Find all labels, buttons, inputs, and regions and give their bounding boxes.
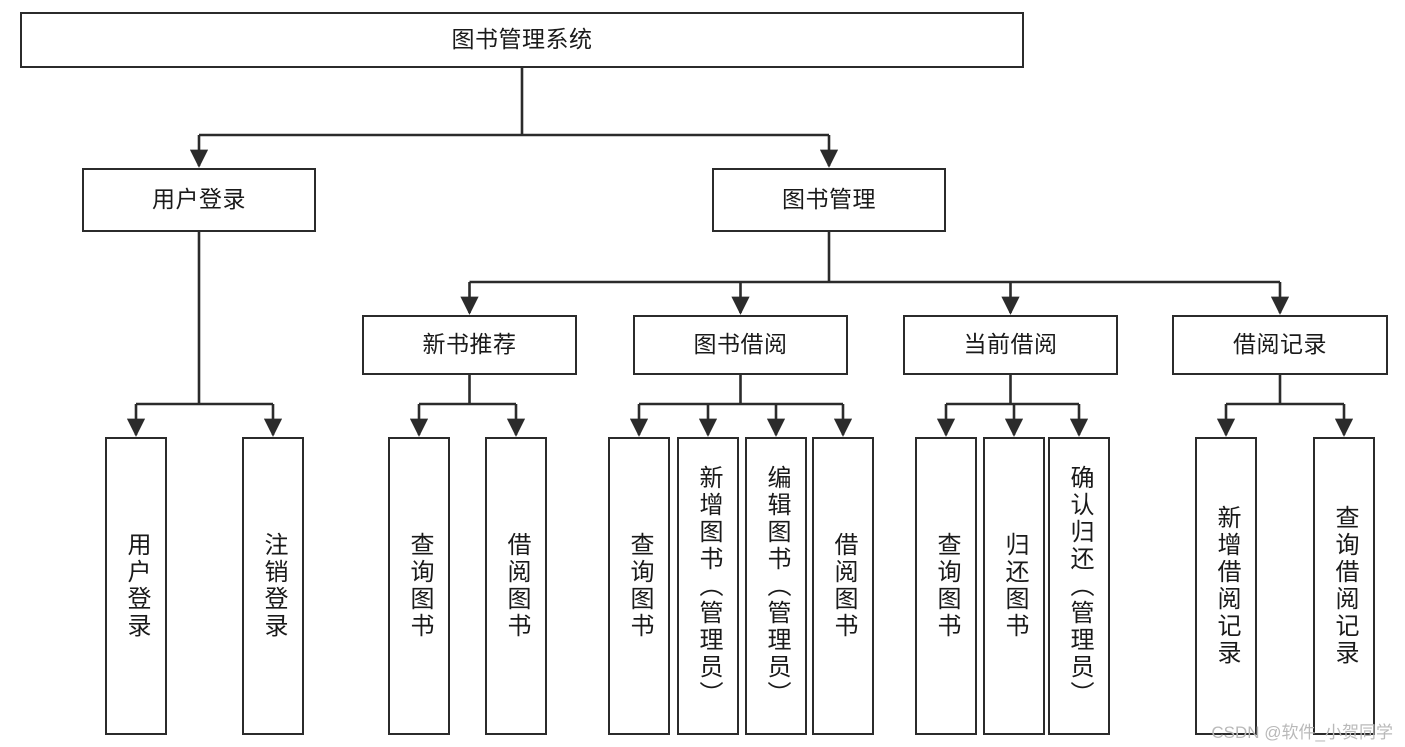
node-leaf_confirm_return[interactable]: 确认归还（管理员） — [1048, 437, 1110, 735]
node-book_manage[interactable]: 图书管理 — [712, 168, 946, 232]
node-leaf_query_record[interactable]: 查询借阅记录 — [1313, 437, 1375, 735]
node-label: 图书借阅 — [693, 331, 788, 358]
node-label: 注销登录 — [260, 532, 287, 640]
node-label: 借阅图书 — [830, 532, 857, 640]
node-label: 查询借阅记录 — [1331, 505, 1358, 667]
node-label: 确认归还（管理员） — [1066, 464, 1093, 708]
node-leaf_query_book_2[interactable]: 查询图书 — [608, 437, 670, 735]
node-leaf_query_book_1[interactable]: 查询图书 — [388, 437, 450, 735]
node-label: 新增借阅记录 — [1213, 505, 1240, 667]
node-label: 编辑图书（管理员） — [763, 464, 790, 708]
node-leaf_borrow_book_2[interactable]: 借阅图书 — [812, 437, 874, 735]
node-label: 新增图书（管理员） — [695, 464, 722, 708]
node-label: 用户登录 — [123, 532, 150, 640]
node-label: 查询图书 — [626, 532, 653, 640]
csdn-watermark: CSDN @软件_小贺同学 — [1211, 723, 1393, 742]
node-leaf_edit_book[interactable]: 编辑图书（管理员） — [745, 437, 807, 735]
node-leaf_add_record[interactable]: 新增借阅记录 — [1195, 437, 1257, 735]
node-label: 查询图书 — [933, 532, 960, 640]
node-borrow_record[interactable]: 借阅记录 — [1172, 315, 1388, 375]
node-label: 查询图书 — [406, 532, 433, 640]
node-current_borrow[interactable]: 当前借阅 — [903, 315, 1118, 375]
node-leaf_query_book_3[interactable]: 查询图书 — [915, 437, 977, 735]
node-label: 当前借阅 — [963, 331, 1058, 358]
node-leaf_user_login[interactable]: 用户登录 — [105, 437, 167, 735]
node-leaf_borrow_book_1[interactable]: 借阅图书 — [485, 437, 547, 735]
node-new_book_rec[interactable]: 新书推荐 — [362, 315, 577, 375]
node-book_borrow[interactable]: 图书借阅 — [633, 315, 848, 375]
node-leaf_add_book[interactable]: 新增图书（管理员） — [677, 437, 739, 735]
node-label: 用户登录 — [152, 186, 246, 213]
node-label: 借阅图书 — [503, 532, 530, 640]
node-label: 图书管理 — [782, 186, 876, 213]
node-root[interactable]: 图书管理系统 — [20, 12, 1024, 68]
node-user_login[interactable]: 用户登录 — [82, 168, 316, 232]
node-label: 图书管理系统 — [451, 26, 593, 53]
node-label: 新书推荐 — [422, 331, 517, 358]
node-label: 归还图书 — [1001, 532, 1028, 640]
node-label: 借阅记录 — [1233, 331, 1327, 358]
node-leaf_logout[interactable]: 注销登录 — [242, 437, 304, 735]
node-leaf_return_book[interactable]: 归还图书 — [983, 437, 1045, 735]
